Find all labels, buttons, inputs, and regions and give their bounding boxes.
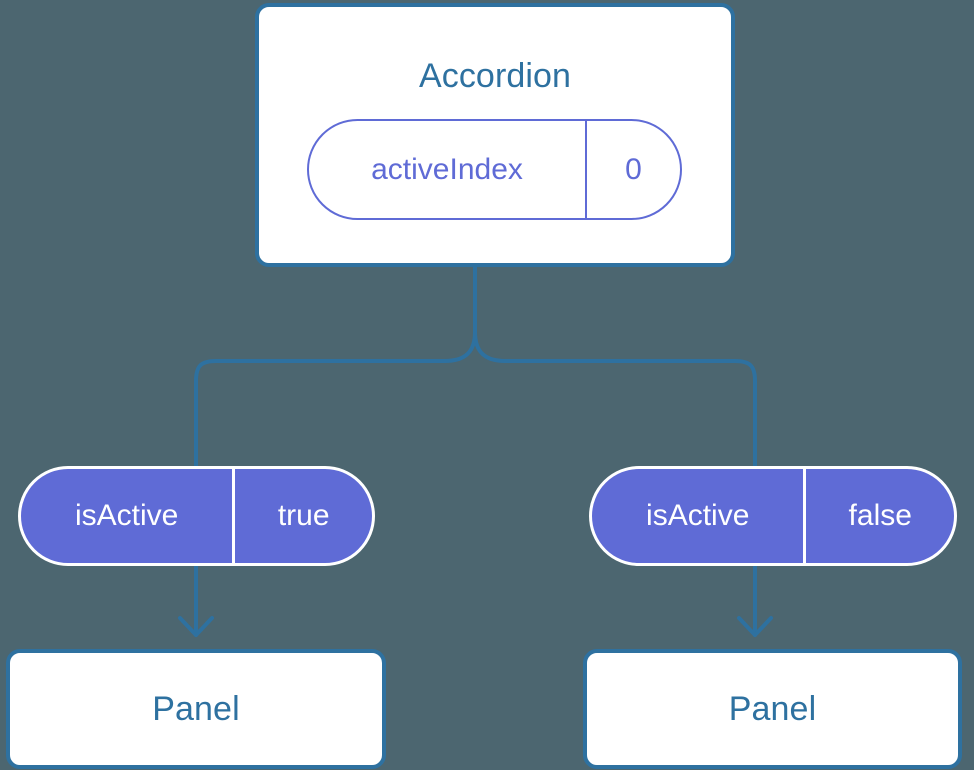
state-pill-active-index[interactable]: activeIndex 0 [307,119,682,220]
panel-component-node-right[interactable]: Panel [583,649,962,769]
connector-root-to-right-branch [473,263,757,470]
accordion-component-title: Accordion [418,57,572,95]
prop-pill-is-active-true-value: true [232,469,372,563]
connector-root-to-left-branch [194,263,477,470]
arrow-head-right-icon [737,616,773,637]
panel-component-title-left: Panel [152,690,240,728]
prop-pill-is-active-true[interactable]: isActive true [18,466,375,566]
panel-component-title-right: Panel [728,690,817,728]
prop-pill-is-active-false-value: false [803,469,954,563]
prop-pill-is-active-false-key: isActive [646,499,750,532]
panel-component-node-left[interactable]: Panel [6,649,386,769]
arrow-head-left-icon [178,616,214,637]
state-pill-active-index-value: 0 [585,121,680,218]
prop-pill-is-active-false[interactable]: isActive false [589,466,957,566]
state-pill-active-index-key: activeIndex [371,152,523,186]
prop-pill-is-active-true-key: isActive [75,499,179,532]
